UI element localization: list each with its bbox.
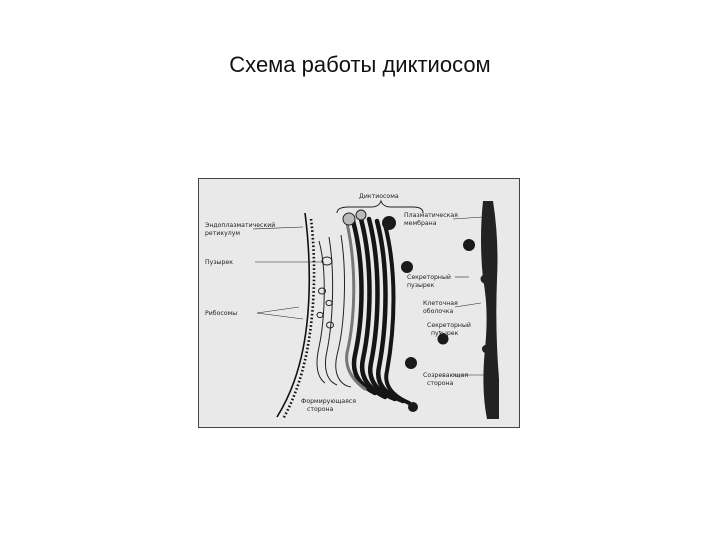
label-cellwall-line1: Клеточная [423,300,458,307]
cell-wall [480,201,499,419]
transport-vesicle [321,256,333,266]
label-maturing-line2: сторона [427,380,454,387]
label-vesicles: Пузырек [205,259,233,266]
label-er-line2: ретикулум [205,230,240,237]
label-secretory2-line2: пузырек [431,330,459,337]
label-secretory1-line1: Секреторный [407,273,451,281]
label-er-line1: Эндоплазматический [205,221,275,229]
label-ribosomes: Рибосомы [205,309,237,317]
label-secretory2-line1: Секреторный [427,321,471,329]
dictyosome-diagram: Диктиосома [198,178,520,428]
label-forming-line1: Формирующаяся [301,398,356,405]
forming-membranes [316,234,352,388]
slide-title: Схема работы диктиосом [229,52,491,77]
dictyosome-brace [336,199,424,214]
label-dictyosome: Диктиосома [359,193,399,200]
label-secretory1-line2: пузырек [407,282,435,289]
leader-lines [252,216,485,376]
label-plasma-line1: Плазматическая [404,212,458,219]
label-maturing-line1: Созревающая [423,372,468,379]
label-cellwall-line2: оболочка [423,307,454,315]
label-plasma-line2: мембрана [404,219,437,227]
endoplasmic-reticulum [276,212,316,420]
label-forming-line2: сторона [307,406,334,413]
golgi-cisternae [345,216,411,405]
secretory-vesicles [401,239,475,369]
